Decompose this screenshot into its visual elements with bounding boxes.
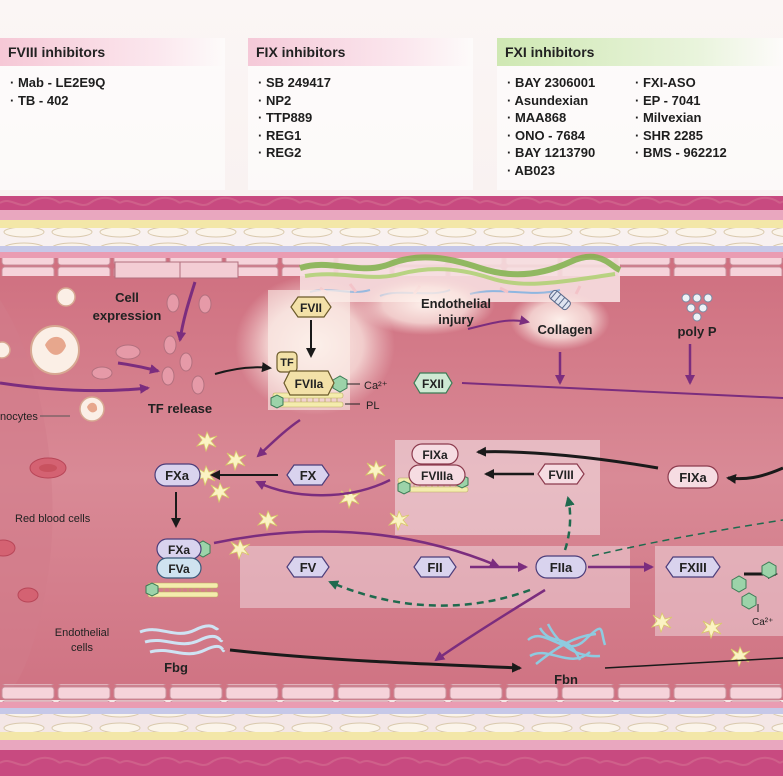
factor-tf-label: TF — [280, 357, 294, 369]
monocyte — [0, 287, 105, 422]
factor-fii-label: FII — [427, 560, 442, 575]
poly-p-label: poly P — [677, 324, 716, 339]
fxi-inhibitor-item: Milvexian — [635, 109, 727, 127]
calcium-label: Ca²⁺ — [364, 380, 388, 392]
smooth-muscle-layer — [0, 228, 783, 246]
factor-fv: FV — [286, 556, 330, 578]
red-blood-cells-label: Red blood cells — [15, 513, 91, 525]
phospholipid-label: PL — [366, 400, 379, 412]
poly-p-icon — [681, 293, 713, 322]
cell-expression-label-line2: expression — [93, 308, 162, 323]
factor-fixa-complex-label: FIXa — [422, 448, 448, 462]
tf-release-cells — [91, 261, 239, 395]
factor-fxa-bottom-label: FXa — [168, 543, 190, 557]
fxi-inhibitor-item: EP - 7041 — [635, 92, 727, 110]
factor-fviiia-label: FVIIIa — [421, 469, 453, 483]
fxi-inhibitor-item: BAY 2306001 — [507, 74, 635, 92]
factor-fixa-right-label: FIXa — [679, 470, 707, 485]
fix-inhibitors-panel: FIX inhibitors SB 249417 NP2 TTP889 REG1… — [248, 38, 473, 190]
monocytes-label: nocytes — [0, 411, 38, 423]
factor-fxiii: FXIII — [665, 556, 721, 578]
factor-fxiii-label: FXIII — [679, 560, 706, 575]
factor-fvii: FVII — [290, 296, 332, 318]
fxi-inhibitors-title: FXI inhibitors — [497, 38, 783, 66]
fviii-inhibitors-panel: FVIII inhibitors Mab - LE2E9Q TB - 402 — [0, 38, 225, 190]
fix-inhibitor-item: NP2 — [258, 92, 473, 110]
fix-inhibitor-item: TTP889 — [258, 109, 473, 127]
factor-fxii-label: FXII — [422, 377, 444, 391]
calcium-label-right: Ca²⁺ — [752, 617, 773, 628]
factor-fviii: FVIII — [537, 463, 585, 485]
fviii-inhibitor-item: TB - 402 — [10, 92, 225, 110]
factor-fii: FII — [413, 556, 457, 578]
fibrin-label: Fbn — [554, 672, 578, 687]
endothelial-cells-label-line2: cells — [71, 642, 94, 654]
endothelial-cells-label-line1: Endothelial — [55, 627, 109, 639]
endothelial-injury-label-line2: injury — [438, 312, 474, 327]
endothelial-layer-bottom — [0, 684, 783, 702]
cell-expression-label-line1: Cell — [115, 290, 139, 305]
factor-fiia-label: FIIa — [550, 560, 573, 575]
tf-release-label: TF release — [148, 401, 212, 416]
factor-fva-label: FVa — [168, 562, 190, 576]
fibrin-mesh — [527, 623, 607, 665]
fxi-inhibitor-item: AB023 — [507, 162, 635, 180]
tf-fviia-complex: TF FVIIa — [276, 351, 335, 396]
fxi-inhibitor-item: MAA868 — [507, 109, 635, 127]
factor-fviii-label: FVIII — [548, 468, 573, 482]
factor-fiia: FIIa — [535, 555, 587, 579]
fviii-inhibitor-item: Mab - LE2E9Q — [10, 74, 225, 92]
factor-fixa-right: FIXa — [667, 465, 719, 489]
prothrombinase-complex: FXa FVa — [156, 538, 202, 579]
factor-fvii-label: FVII — [300, 301, 322, 315]
fix-inhibitor-item: REG2 — [258, 144, 473, 162]
fix-inhibitor-item: SB 249417 — [258, 74, 473, 92]
fviii-inhibitors-title: FVIII inhibitors — [0, 38, 225, 66]
fxi-inhibitor-item: ONO - 7684 — [507, 127, 635, 145]
factor-fxa-top: FXa — [154, 463, 201, 487]
tenase-complex: FIXa FVIIIa — [408, 443, 466, 486]
pathway-arrows — [0, 281, 783, 673]
fxi-inhibitor-item: FXI-ASO — [635, 74, 727, 92]
red-blood-cells — [0, 457, 67, 603]
fibrinogen-strands — [139, 624, 226, 656]
factor-fv-label: FV — [300, 560, 317, 575]
factor-fx-label: FX — [300, 468, 317, 483]
factor-fxa-label: FXa — [165, 468, 190, 483]
factor-fx: FX — [286, 464, 330, 486]
fix-inhibitors-title: FIX inhibitors — [248, 38, 473, 66]
fxi-inhibitor-item: Asundexian — [507, 92, 635, 110]
factor-fxii: FXII — [413, 372, 453, 394]
endothelial-injury-label-line1: Endothelial — [421, 296, 491, 311]
collagen-label: Collagen — [538, 322, 593, 337]
fibrinogen-label: Fbg — [164, 660, 188, 675]
fxi-inhibitor-item: SHR 2285 — [635, 127, 727, 145]
fxi-inhibitor-item: BAY 1213790 — [507, 144, 635, 162]
blood-vessel-lumen — [0, 256, 783, 700]
fix-inhibitor-item: REG1 — [258, 127, 473, 145]
fxi-inhibitors-panel: FXI inhibitors BAY 2306001 Asundexian MA… — [497, 38, 783, 190]
collagen-icon — [549, 289, 571, 311]
factor-fviia-label: FVIIa — [295, 377, 324, 391]
fxi-inhibitor-item: BMS - 962212 — [635, 144, 727, 162]
